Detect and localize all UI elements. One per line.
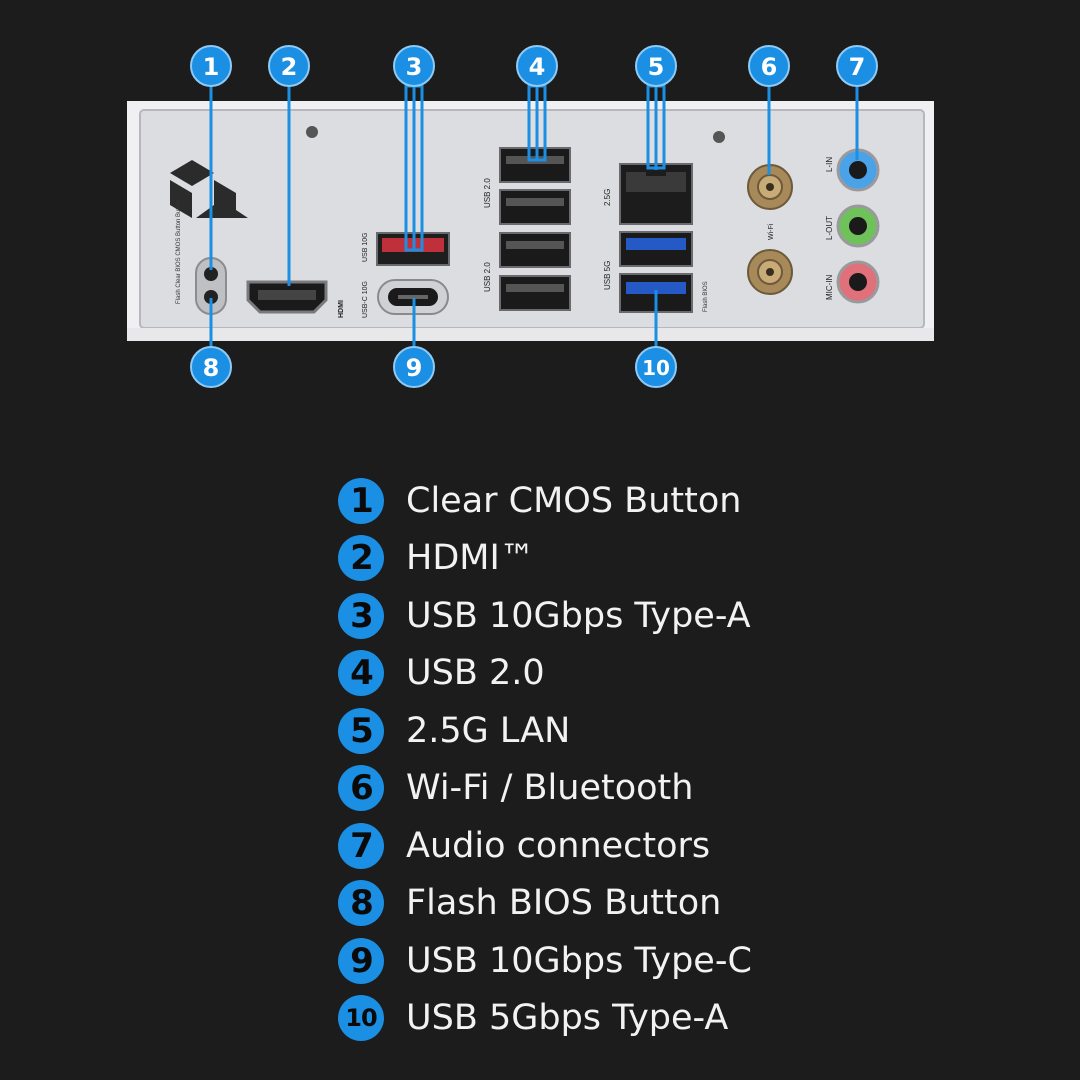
legend-item: 7 Audio connectors [338,817,752,875]
callout-leader-lines [209,84,859,350]
usb-2-0-bottom-label: USB 2.0 [483,262,492,292]
clear-cmos-button[interactable] [204,267,218,281]
svg-text:5: 5 [648,53,665,81]
legend-label: USB 10Gbps Type-A [406,595,751,636]
usb-2-0-port[interactable] [499,147,571,183]
usb-10g-label: USB 10G [362,232,369,262]
callout-badge: 10 [635,346,677,388]
hdmi-label: HDMI [338,300,345,318]
usb-c-10g-label: USB-C 10G [362,281,369,318]
svg-text:6: 6 [761,53,778,81]
svg-text:4: 4 [529,53,546,81]
l-in-label: L-IN [825,157,834,172]
usb-2-0-port[interactable] [499,189,571,225]
legend-number-badge: 7 [338,822,384,869]
usb-2-0-top-label: USB 2.0 [483,178,492,208]
legend-number-badge: 6 [338,765,384,812]
screw-icon [306,126,318,138]
usb-2-0-port[interactable] [499,275,571,311]
brand-logo-icon [170,160,248,218]
callout-badges: 1 2 3 4 5 6 7 8 [190,45,878,388]
legend-label: 2.5G LAN [406,710,571,751]
legend-label: Audio connectors [406,825,711,866]
usb-5g-label: USB 5G [603,261,612,290]
io-panel-diagram: Flash Clear BIOS CMOS Button Button HDMI… [127,45,934,388]
legend-item: 5 2.5G LAN [338,702,752,760]
legend-item: 6 Wi-Fi / Bluetooth [338,760,752,818]
legend-number-badge: 8 [338,880,384,927]
mic-in-label: MIC-IN [825,274,834,300]
svg-text:9: 9 [406,354,423,382]
legend-label: USB 5Gbps Type-A [406,998,729,1039]
svg-text:10: 10 [642,356,670,380]
screw-icon [713,131,725,143]
legend-item: 9 USB 10Gbps Type-C [338,932,752,990]
legend-number-badge: 5 [338,707,384,754]
legend-number-badge: 2 [338,535,384,582]
legend-label: USB 2.0 [406,653,545,694]
svg-text:3: 3 [406,53,423,81]
callout-badge: 7 [836,45,878,87]
callout-badge: 2 [268,45,310,87]
legend-number-badge: 3 [338,592,384,639]
flash-bios-button[interactable] [204,290,218,304]
wifi-antenna-connectors: Wi-Fi [747,164,793,295]
legend-number-badge: 10 [338,995,384,1042]
flash-cmos-label: Flash Clear BIOS CMOS Button Button [176,200,182,304]
usb-2-0-port[interactable] [499,232,571,268]
callout-badge: 5 [635,45,677,87]
flash-bios-label: Flash BIOS [703,281,709,312]
callout-badge: 8 [190,346,232,388]
legend-item: 3 USB 10Gbps Type-A [338,587,752,645]
legend-label: Wi-Fi / Bluetooth [406,768,694,809]
svg-text:1: 1 [203,53,220,81]
legend-label: Flash BIOS Button [406,883,722,924]
legend-item: 1 Clear CMOS Button [338,472,752,530]
legend-item: 10 USB 5Gbps Type-A [338,990,752,1048]
svg-text:8: 8 [203,354,220,382]
callout-badge: 6 [748,45,790,87]
usb-c-10g-port[interactable]: USB-C 10G [362,279,449,318]
usb-2-0-ports: USB 2.0 USB 2.0 [483,147,571,311]
lan-2-5g-label: 2.5G [603,189,612,206]
hdmi-port[interactable]: HDMI [246,280,345,318]
callout-badge: 9 [393,346,435,388]
legend-number-badge: 1 [338,477,384,524]
audio-jacks: L-IN L-OUT MIC-IN [825,148,880,304]
callout-badge: 3 [393,45,435,87]
callout-badge: 4 [516,45,558,87]
port-legend: 1 Clear CMOS Button 2 HDMI™ 3 USB 10Gbps… [338,472,752,1047]
cmos-bios-button-block: Flash Clear BIOS CMOS Button Button [176,200,227,315]
wifi-label: Wi-Fi [768,223,775,240]
legend-item: 4 USB 2.0 [338,645,752,703]
legend-number-badge: 9 [338,937,384,984]
legend-item: 2 HDMI™ [338,530,752,588]
l-out-label: L-OUT [825,216,834,240]
legend-item: 8 Flash BIOS Button [338,875,752,933]
svg-text:2: 2 [281,53,298,81]
callout-badge: 1 [190,45,232,87]
lan-2-5g-port[interactable]: 2.5G [603,163,693,225]
legend-label: HDMI™ [406,538,535,579]
legend-label: USB 10Gbps Type-C [406,940,752,981]
svg-text:7: 7 [849,53,866,81]
legend-label: Clear CMOS Button [406,480,742,521]
legend-number-badge: 4 [338,650,384,697]
